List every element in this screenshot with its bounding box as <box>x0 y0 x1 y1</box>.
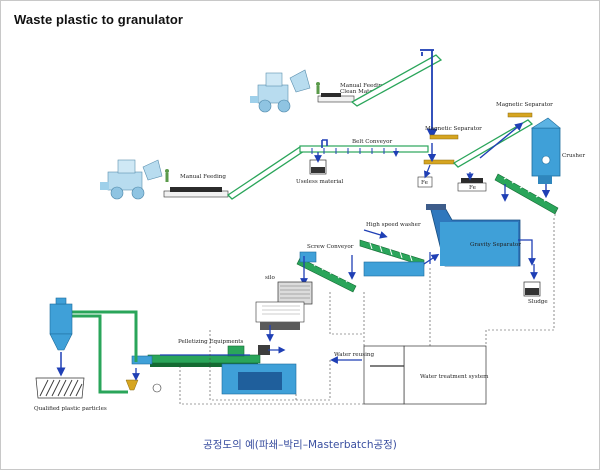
label-fe-2: Fe <box>469 185 477 191</box>
conveyor-clean-incline <box>350 54 443 107</box>
conveyor-incline-1 <box>226 146 306 200</box>
flow-arrow-down-top <box>421 50 432 134</box>
silo <box>255 281 313 330</box>
worker-icon <box>316 82 320 94</box>
sludge-bin <box>523 281 541 297</box>
label-sludge: Sludge <box>528 299 548 305</box>
cyclone <box>49 297 73 351</box>
label-water-treatment-system: Water treatment system <box>420 374 489 380</box>
label-pelletizing-equipments: Pelletizing Equipments <box>178 339 244 345</box>
water-treatment-system <box>363 345 487 405</box>
useless-material-bin <box>309 159 327 175</box>
label-silo: silo <box>265 275 275 281</box>
screw-conveyor <box>296 251 357 293</box>
belt-conveyor <box>299 145 429 154</box>
loader-clean-icon <box>250 69 311 113</box>
label-magnetic-separator-1: Magnetic Separator <box>425 126 482 132</box>
gravity-separator <box>426 204 521 267</box>
pelletizing-equipments <box>131 345 297 395</box>
label-manual-feeding: Manual Feeding <box>180 174 226 180</box>
feed-hopper <box>163 187 229 198</box>
label-fe-1: Fe <box>421 180 429 186</box>
label-magnetic-separator-2: Magnetic Separator <box>496 102 553 108</box>
feed-hopper-clean <box>317 93 355 103</box>
feed-funnel <box>125 379 162 393</box>
magnetic-separator-1 <box>417 134 459 188</box>
label-gravity-separator: Gravity Separator <box>470 242 521 248</box>
label-water-reusing: Water reusing <box>334 352 374 358</box>
qualified-particles-bin <box>35 377 85 399</box>
label-crusher: Crusher <box>562 153 585 159</box>
high-speed-washer <box>359 239 425 277</box>
label-screw-conveyor: Screw Conveyor <box>307 244 354 250</box>
label-manual-feeding-clean: Manual Feeding Clean Material <box>340 83 388 95</box>
caption: 공정도의 예(파쇄–박리–Masterbatch공정) <box>203 439 397 451</box>
loader-icon <box>100 159 163 200</box>
label-high-speed-washer: High speed washer <box>366 222 421 228</box>
label-useless-material: Useless material <box>296 179 344 185</box>
diagram-title: Waste plastic to granulator <box>14 12 184 27</box>
label-belt-conveyor: Belt Conveyor <box>352 139 392 145</box>
water-return-lines <box>179 218 555 405</box>
worker-icon-2 <box>165 169 169 182</box>
label-qualified-plastic-particles: Qualified plastic particles <box>34 406 107 412</box>
crusher <box>530 117 561 184</box>
